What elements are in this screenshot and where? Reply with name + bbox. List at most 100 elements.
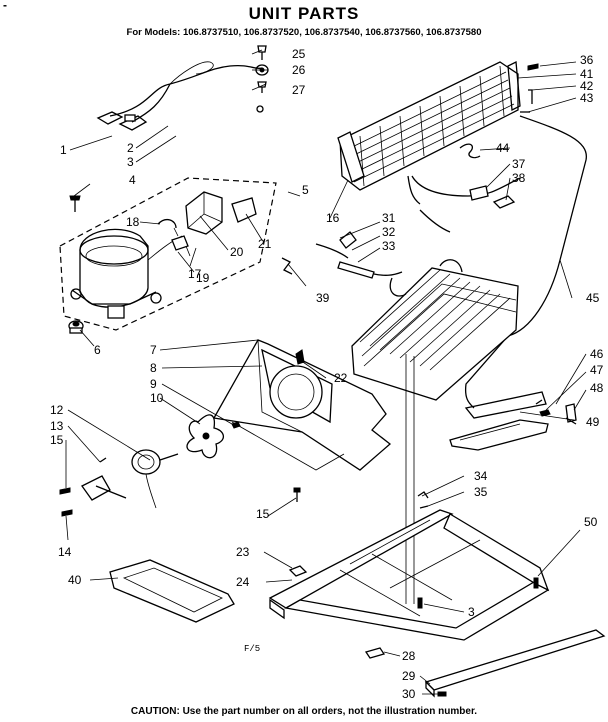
- callout-27: 27: [292, 83, 306, 97]
- part-clip-47: [539, 409, 551, 417]
- callout-48: 48: [590, 381, 604, 395]
- callout-41: 41: [580, 67, 594, 81]
- callout-28: 28: [402, 649, 416, 663]
- part-capillary-31-33: [315, 231, 403, 279]
- callout-18: 18: [126, 215, 140, 229]
- callout-9: 9: [150, 377, 157, 391]
- part-screw-36: [527, 63, 539, 71]
- part-cover-21: [231, 197, 257, 223]
- callout-37: 37: [512, 157, 526, 171]
- part-terminal-17: [173, 227, 191, 257]
- part-clip-34-35: [417, 491, 429, 509]
- callout-44: 44: [496, 141, 510, 155]
- part-motor-bracket-13: [81, 475, 127, 501]
- callout-3-bottom: 3: [468, 605, 475, 619]
- part-nut-9: [231, 421, 241, 429]
- callout-16: 16: [326, 211, 340, 225]
- part-washer: [256, 105, 264, 113]
- tube-segment: [419, 209, 451, 233]
- part-capacitor-19: [171, 235, 189, 251]
- figure-number: F/5: [244, 644, 261, 654]
- callout-40: 40: [68, 573, 82, 587]
- part-clip-23: [288, 565, 308, 577]
- callout-46: 46: [590, 347, 604, 361]
- callout-8: 8: [150, 361, 157, 375]
- part-fan-motor-12: [131, 449, 179, 509]
- part-screw-46: [535, 399, 543, 405]
- part-screw-14: [61, 509, 73, 517]
- callout-50: 50: [584, 515, 598, 529]
- part-fan-blade-10: [186, 414, 224, 459]
- callout-35: 35: [474, 485, 488, 499]
- callout-43: 43: [580, 91, 594, 105]
- callout-33: 33: [382, 239, 396, 253]
- callout-36: 36: [580, 53, 594, 67]
- part-screw-13: [99, 457, 107, 463]
- callout-21: 21: [258, 237, 272, 251]
- callout-38: 38: [512, 171, 526, 185]
- callout-45: 45: [586, 291, 600, 305]
- callout-5: 5: [302, 183, 309, 197]
- callout-39: 39: [316, 291, 330, 305]
- caution-note: CAUTION: Use the part number on all orde…: [130, 706, 478, 717]
- part-evaporator-coil: [351, 259, 519, 401]
- callout-42: 42: [580, 79, 594, 93]
- callout-14: 14: [58, 545, 72, 559]
- callout-20: 20: [230, 245, 244, 259]
- part-bolt-4: [69, 195, 81, 212]
- callout-3: 3: [127, 155, 134, 169]
- part-condenser-coil-16: [337, 60, 521, 205]
- leader-lines: [65, 49, 587, 695]
- model-list: For Models: 106.8737510, 106.8737520, 10…: [126, 27, 482, 38]
- callout-22: 22: [334, 371, 348, 385]
- part-heater-48: [565, 403, 577, 425]
- callout-29: 29: [402, 669, 416, 683]
- part-power-cord-1: [96, 61, 263, 131]
- part-clip-28: [364, 647, 386, 659]
- callout-24: 24: [236, 575, 250, 589]
- callout-19: 19: [196, 271, 210, 285]
- callout-7: 7: [150, 343, 157, 357]
- callout-12: 12: [50, 403, 64, 417]
- callout-10: 10: [150, 391, 164, 405]
- part-clip-44: [459, 143, 481, 159]
- part-relay-20: [185, 191, 223, 235]
- part-screw-15-left: [59, 487, 71, 495]
- part-screw-50: [533, 577, 539, 589]
- part-clip-38: [492, 195, 516, 209]
- part-base-frame-24: [268, 509, 550, 641]
- corner-mark: -: [3, 0, 7, 12]
- part-screw-3: [417, 597, 423, 609]
- callout-4: 4: [129, 173, 136, 187]
- part-bracket-duct: [464, 391, 547, 419]
- part-drain-tray-40: [109, 559, 235, 623]
- callout-13: 13: [50, 419, 64, 433]
- part-rail-29: [424, 629, 606, 698]
- part-clip-18: [157, 218, 177, 229]
- part-tube-45: [464, 115, 587, 409]
- callout-labels: 1 2 3 4 5 6 7 8 9 10 12 13 15 14 16 17 1…: [50, 47, 604, 701]
- diagram-title: UNIT PARTS: [248, 4, 360, 23]
- part-screw-22: [295, 349, 305, 365]
- part-bracket-42: [528, 89, 533, 104]
- callout-15-bottom: 15: [256, 507, 270, 521]
- callout-26: 26: [292, 63, 306, 77]
- part-screw-30: [437, 691, 447, 697]
- callout-6: 6: [94, 343, 101, 357]
- callout-32: 32: [382, 225, 396, 239]
- part-drain-pan-49: [449, 419, 549, 451]
- part-compressor: [70, 228, 183, 319]
- callout-49: 49: [586, 415, 600, 429]
- guide-line: [405, 354, 415, 604]
- part-screw-27: [257, 81, 267, 93]
- callout-2: 2: [127, 141, 134, 155]
- callout-25: 25: [292, 47, 306, 61]
- part-drier-37: [411, 175, 521, 201]
- callout-17: 17: [188, 267, 202, 281]
- part-grommet-6: [68, 320, 84, 334]
- callout-34: 34: [474, 469, 488, 483]
- callout-47: 47: [590, 363, 604, 377]
- part-clip-39: [281, 257, 293, 275]
- compressor-group-box: [59, 177, 277, 331]
